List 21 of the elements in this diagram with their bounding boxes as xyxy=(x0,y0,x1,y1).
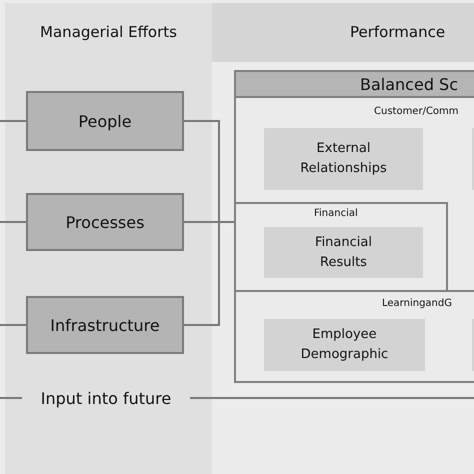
section-label: Customer/Comm xyxy=(374,106,459,118)
connector-line xyxy=(190,397,474,399)
connector-line xyxy=(184,221,234,326)
measure-box: Financial Results xyxy=(264,227,423,278)
process-box: People xyxy=(26,91,184,151)
section-panel xyxy=(236,202,448,290)
section-label: Financial xyxy=(314,208,358,220)
connector-line xyxy=(0,120,26,122)
panel-title: Balanced Sc xyxy=(234,70,474,98)
connector-line xyxy=(0,397,22,399)
connector-line xyxy=(0,221,26,223)
column-band xyxy=(5,3,212,474)
process-box: Processes xyxy=(26,193,184,251)
scorecard-panel xyxy=(234,70,474,383)
connector-line xyxy=(0,324,26,326)
flow-label: Input into future xyxy=(22,387,190,409)
measure-box: External Relationships xyxy=(264,128,423,190)
section-label: LearningandG xyxy=(382,298,452,310)
process-box: Infrastructure xyxy=(26,296,184,354)
measure-box: Employee Demographic xyxy=(264,319,425,371)
column-heading: Performance xyxy=(212,3,474,62)
